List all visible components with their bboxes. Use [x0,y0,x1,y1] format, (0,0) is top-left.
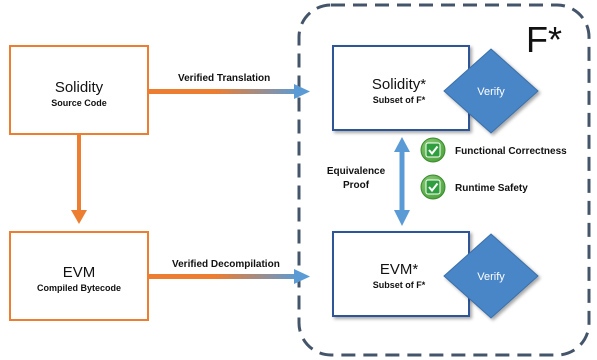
verify-bottom-label: Verify [477,271,505,283]
evm-star-title: EVM* [380,261,419,278]
check-icon [425,179,441,195]
evm-star-subtitle: Subset of F* [373,280,426,290]
evm-subtitle: Compiled Bytecode [37,283,121,293]
equivalence-label-line2: Proof [343,180,370,191]
verify-diamond-top [443,48,539,134]
solidity-title: Solidity [55,79,104,96]
runtime-safety-label: Runtime Safety [455,183,528,194]
solidity-box [9,45,149,135]
solidity-star-subtitle: Subset of F* [373,95,426,105]
fstar-region [297,3,591,357]
compile-arrow-head [71,210,87,224]
solidity-subtitle: Source Code [51,98,107,108]
translation-arrow-head [294,84,310,99]
equivalence-label-line1: Equivalence [327,166,386,177]
translation-label: Verified Translation [178,73,270,84]
translation-arrow-shaft [148,89,298,94]
functional-correctness-label: Functional Correctness [455,146,567,157]
evm-title: EVM [63,264,96,281]
check-mark-2 [428,182,439,193]
decompilation-arrow-shaft [148,274,298,279]
decompilation-arrow-head [294,269,310,284]
decompilation-label: Verified Decompilation [172,259,280,270]
fstar-label: F* [526,19,562,60]
check-mark-1 [428,145,439,156]
equivalence-arrow-head-up [394,137,410,152]
equivalence-arrow-head-down [394,210,410,226]
verify-top-label: Verify [477,86,505,98]
evm-box [9,231,149,321]
check-icon [425,142,441,158]
solidity-star-title: Solidity* [372,76,426,93]
verify-diamond-bottom [443,233,539,319]
